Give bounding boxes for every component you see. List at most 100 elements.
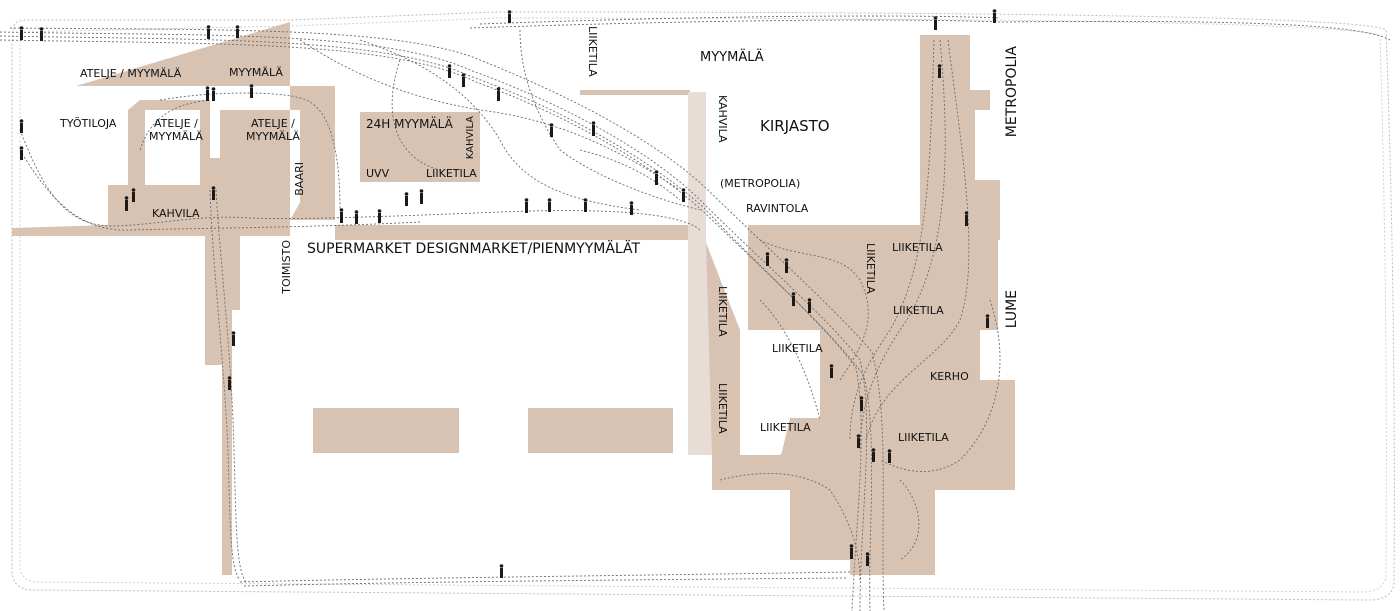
person <box>765 252 770 266</box>
person <box>211 87 216 101</box>
path-main-diagonal-3 <box>0 39 873 611</box>
path-curve-h <box>759 299 821 421</box>
person <box>859 396 864 411</box>
person <box>547 198 552 212</box>
label-liiketila-24h: LIIKETILA <box>426 167 477 180</box>
label-metropolia-paren: (METROPOLIA) <box>720 177 801 190</box>
person <box>871 448 876 462</box>
label-myymala-top: MYYMÄLÄ <box>700 50 764 65</box>
public-space <box>12 22 1015 575</box>
person <box>19 26 24 40</box>
person <box>937 64 942 78</box>
label-ravintola: RAVINTOLA <box>746 202 809 215</box>
label-liiketila-r-top: LIIKETILA <box>892 241 943 254</box>
person <box>496 87 501 101</box>
public-space-west-strip <box>205 236 240 575</box>
person <box>131 188 136 202</box>
person <box>419 189 424 204</box>
path-curve-d <box>759 239 869 381</box>
person <box>447 64 452 78</box>
public-space-block-1 <box>313 408 459 453</box>
path-west-route-2 <box>19 149 421 231</box>
label-tyotiloja: TYÖTILOJA <box>60 117 117 130</box>
public-space-main <box>290 22 1015 575</box>
person <box>985 314 990 328</box>
label-atelje-myymala-2: ATELJE / MYYMÄLÄ <box>246 117 300 143</box>
person <box>681 188 686 202</box>
person <box>227 376 232 390</box>
label-toimisto: TOIMISTO <box>280 240 293 294</box>
label-liiketila-b1: LIIKETILA <box>772 342 823 355</box>
path-east-loop <box>859 39 946 451</box>
path-south <box>239 571 851 583</box>
person <box>499 564 504 578</box>
person <box>784 258 789 273</box>
person <box>629 201 634 215</box>
label-liiketila-r-v: LIIKETILA <box>864 243 877 294</box>
path-main-diagonal-1 <box>0 31 868 611</box>
label-kahvila-24h: KAHVILA <box>465 116 476 160</box>
person <box>524 198 529 213</box>
person <box>39 27 44 41</box>
label-liiketila-kerho: LIIKETILA <box>898 431 949 444</box>
path-east-loop-2 <box>865 39 970 441</box>
path-west-route <box>19 129 701 231</box>
person <box>249 84 254 98</box>
public-space-lower-right <box>712 418 935 560</box>
person <box>964 211 969 226</box>
pedestrian-paths <box>0 15 1391 611</box>
site-outline-inner <box>19 17 1387 593</box>
path-east-loop-3 <box>849 39 935 441</box>
person <box>231 331 236 346</box>
corridor <box>688 92 712 455</box>
label-liiketila-top: LIIKETILA <box>586 26 599 77</box>
label-liiketila-r-bot: LIIKETILA <box>893 304 944 317</box>
label-supermarket: SUPERMARKET DESIGNMARKET/PIENMYYMÄLÄT <box>307 241 641 257</box>
path-top-east-2 <box>479 15 1001 25</box>
person <box>19 119 24 133</box>
person <box>19 146 24 160</box>
public-space-block-2 <box>528 408 673 453</box>
label-kahvila-left: KAHVILA <box>152 207 200 220</box>
label-liiketila-v1: LIIKETILA <box>716 286 729 337</box>
person <box>507 10 512 23</box>
label-myymala-top-left: MYYMÄLÄ <box>229 66 283 79</box>
label-baari: BAARI <box>293 162 306 196</box>
path-inner-loop <box>159 92 341 211</box>
label-kahvila-center: KAHVILA <box>716 95 729 143</box>
person <box>829 364 834 378</box>
path-curve-f <box>899 479 920 561</box>
person <box>461 73 466 87</box>
people <box>19 9 997 578</box>
path-west-vertical-2 <box>215 189 247 583</box>
person <box>206 25 211 39</box>
path-top-east <box>469 19 1391 41</box>
label-uvv: UVV <box>366 167 390 180</box>
label-liiketila-v2: LIIKETILA <box>716 383 729 434</box>
person <box>933 16 938 30</box>
path-main-diagonal-4 <box>9 27 885 611</box>
person <box>887 449 892 463</box>
label-kerho: KERHO <box>930 370 969 383</box>
person <box>865 552 870 566</box>
label-lume: LUME <box>1004 290 1020 329</box>
site-outline-outer <box>11 11 1395 601</box>
label-kirjasto: KIRJASTO <box>760 117 830 135</box>
public-space-mid-right <box>748 225 980 380</box>
person <box>856 434 861 448</box>
person <box>654 170 659 185</box>
path-west-vertical <box>209 189 241 581</box>
path-curve-a <box>359 39 641 211</box>
path-curve-e <box>719 473 861 581</box>
path-curve-g <box>879 299 1001 472</box>
path-curve-i <box>579 149 681 201</box>
person <box>807 298 812 313</box>
person <box>235 25 240 38</box>
person <box>591 121 596 136</box>
person <box>791 292 796 306</box>
path-south-2 <box>243 577 849 587</box>
person <box>849 544 854 559</box>
path-curve-c <box>519 29 701 211</box>
label-liiketila-b2: LIIKETILA <box>760 421 811 434</box>
